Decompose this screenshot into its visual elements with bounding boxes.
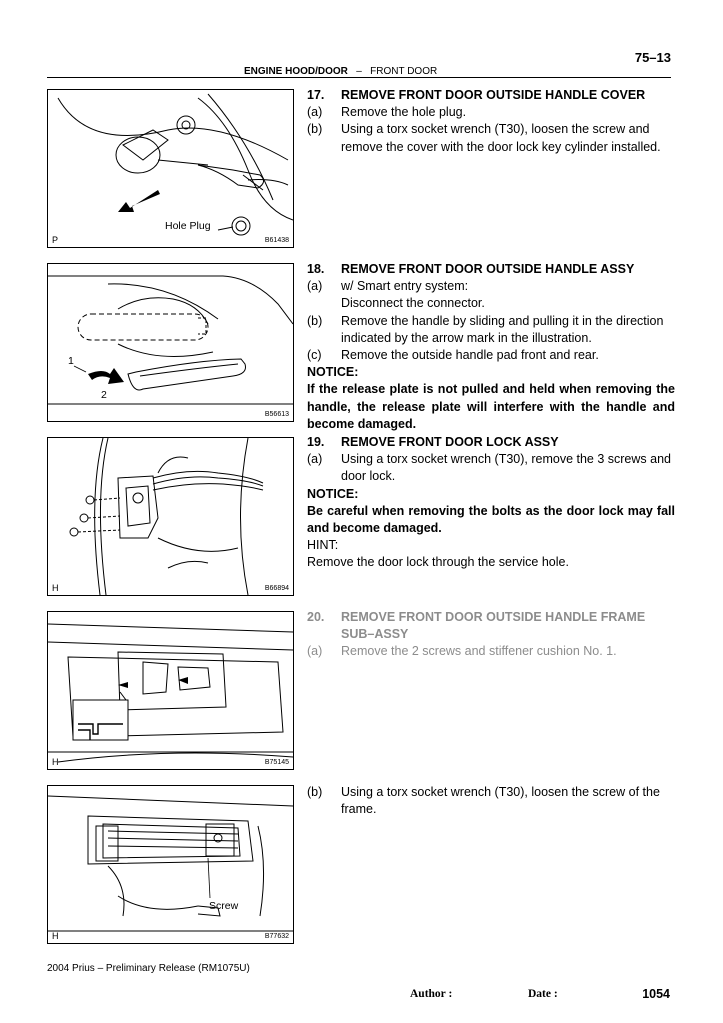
footer-date-label: Date : bbox=[528, 988, 558, 1000]
footer-release: 2004 Prius – Preliminary Release (RM1075… bbox=[47, 963, 250, 974]
step-18-notice-label: NOTICE: bbox=[307, 365, 359, 380]
header-rule bbox=[47, 77, 671, 78]
figure-code: B61438 bbox=[264, 237, 289, 244]
page-number: 75–13 bbox=[634, 50, 671, 65]
step-17-a: (a) Remove the hole plug. bbox=[307, 105, 467, 120]
figure-letter: H bbox=[52, 583, 59, 593]
running-header: ENGINE HOOD/DOOR – FRONT DOOR bbox=[244, 66, 437, 77]
step-19-a: (a) Using a torx socket wrench (T30), re… bbox=[307, 452, 671, 484]
figure-letter: H bbox=[52, 931, 59, 941]
step-18-notice: If the release plate is not pulled and h… bbox=[307, 382, 675, 431]
frame-screw-illustration bbox=[48, 795, 293, 932]
figure-code: B77632 bbox=[264, 933, 289, 940]
figure-label-1: 1 bbox=[68, 355, 74, 367]
step-17-title: 17. REMOVE FRONT DOOR OUTSIDE HANDLE COV… bbox=[307, 88, 646, 102]
step-19-notice-label: NOTICE: bbox=[307, 486, 359, 501]
step-17-b: (b) Using a torx socket wrench (T30), lo… bbox=[307, 122, 661, 154]
header-subsection: FRONT DOOR bbox=[370, 66, 438, 77]
figure-label-screw: Screw bbox=[209, 900, 239, 912]
step-18: 18. REMOVE FRONT DOOR OUTSIDE HANDLE ASS… bbox=[307, 261, 675, 433]
detail-inset bbox=[72, 691, 129, 741]
step-20: 20. REMOVE FRONT DOOR OUTSIDE HANDLE FRA… bbox=[307, 609, 675, 661]
door-lock-illustration bbox=[69, 438, 264, 595]
figure-code: B56613 bbox=[264, 411, 289, 418]
step-20-title: 20. REMOVE FRONT DOOR OUTSIDE HANDLE FRA… bbox=[307, 610, 646, 642]
handle-frame-illustration bbox=[48, 623, 293, 763]
footer-page-number: 1054 bbox=[642, 987, 670, 1001]
figure-door-lock: H B66894 bbox=[47, 437, 294, 596]
step-19-notice: Be careful when removing the bolts as th… bbox=[307, 503, 675, 536]
step-20-a: (a) Remove the 2 screws and stiffener cu… bbox=[307, 644, 617, 659]
outside-handle-illustration bbox=[48, 275, 293, 405]
figure-handle-frame: H B75145 bbox=[47, 611, 294, 770]
figure-label-hole-plug: Hole Plug bbox=[165, 220, 211, 232]
step-17: 17. REMOVE FRONT DOOR OUTSIDE HANDLE COV… bbox=[307, 87, 675, 156]
figure-frame-screw: Screw H B77632 bbox=[47, 785, 294, 944]
step-19-hint: Remove the door lock through the service… bbox=[307, 555, 569, 570]
header-section: ENGINE HOOD/DOOR bbox=[244, 66, 348, 77]
handle-cover-illustration bbox=[57, 93, 293, 236]
step-18-a: (a) w/ Smart entry system:Disconnect the… bbox=[307, 279, 485, 311]
figure-letter: H bbox=[52, 757, 59, 767]
step-18-title: 18. REMOVE FRONT DOOR OUTSIDE HANDLE ASS… bbox=[307, 262, 635, 276]
step-19-hint-label: HINT: bbox=[307, 538, 339, 553]
footer-author-label: Author : bbox=[410, 988, 453, 1000]
header-dash: – bbox=[356, 66, 362, 77]
step-18-b: (b) Remove the handle by sliding and pul… bbox=[307, 313, 664, 345]
figure-handle-cover: Hole Plug P B61438 bbox=[47, 89, 294, 248]
figure-outside-handle: 1 2 B56613 bbox=[47, 263, 294, 422]
step-19-title: 19. REMOVE FRONT DOOR LOCK ASSY bbox=[307, 435, 559, 449]
figure-code: B66894 bbox=[264, 585, 289, 592]
step-19: 19. REMOVE FRONT DOOR LOCK ASSY (a) Usin… bbox=[307, 434, 675, 572]
figure-label-2: 2 bbox=[101, 389, 107, 401]
figure-code: B75145 bbox=[264, 759, 289, 766]
step-18-c: (c) Remove the outside handle pad front … bbox=[307, 348, 599, 363]
step-20-b: (b) Using a torx socket wrench (T30), lo… bbox=[307, 785, 660, 817]
figure-letter: P bbox=[52, 235, 59, 245]
